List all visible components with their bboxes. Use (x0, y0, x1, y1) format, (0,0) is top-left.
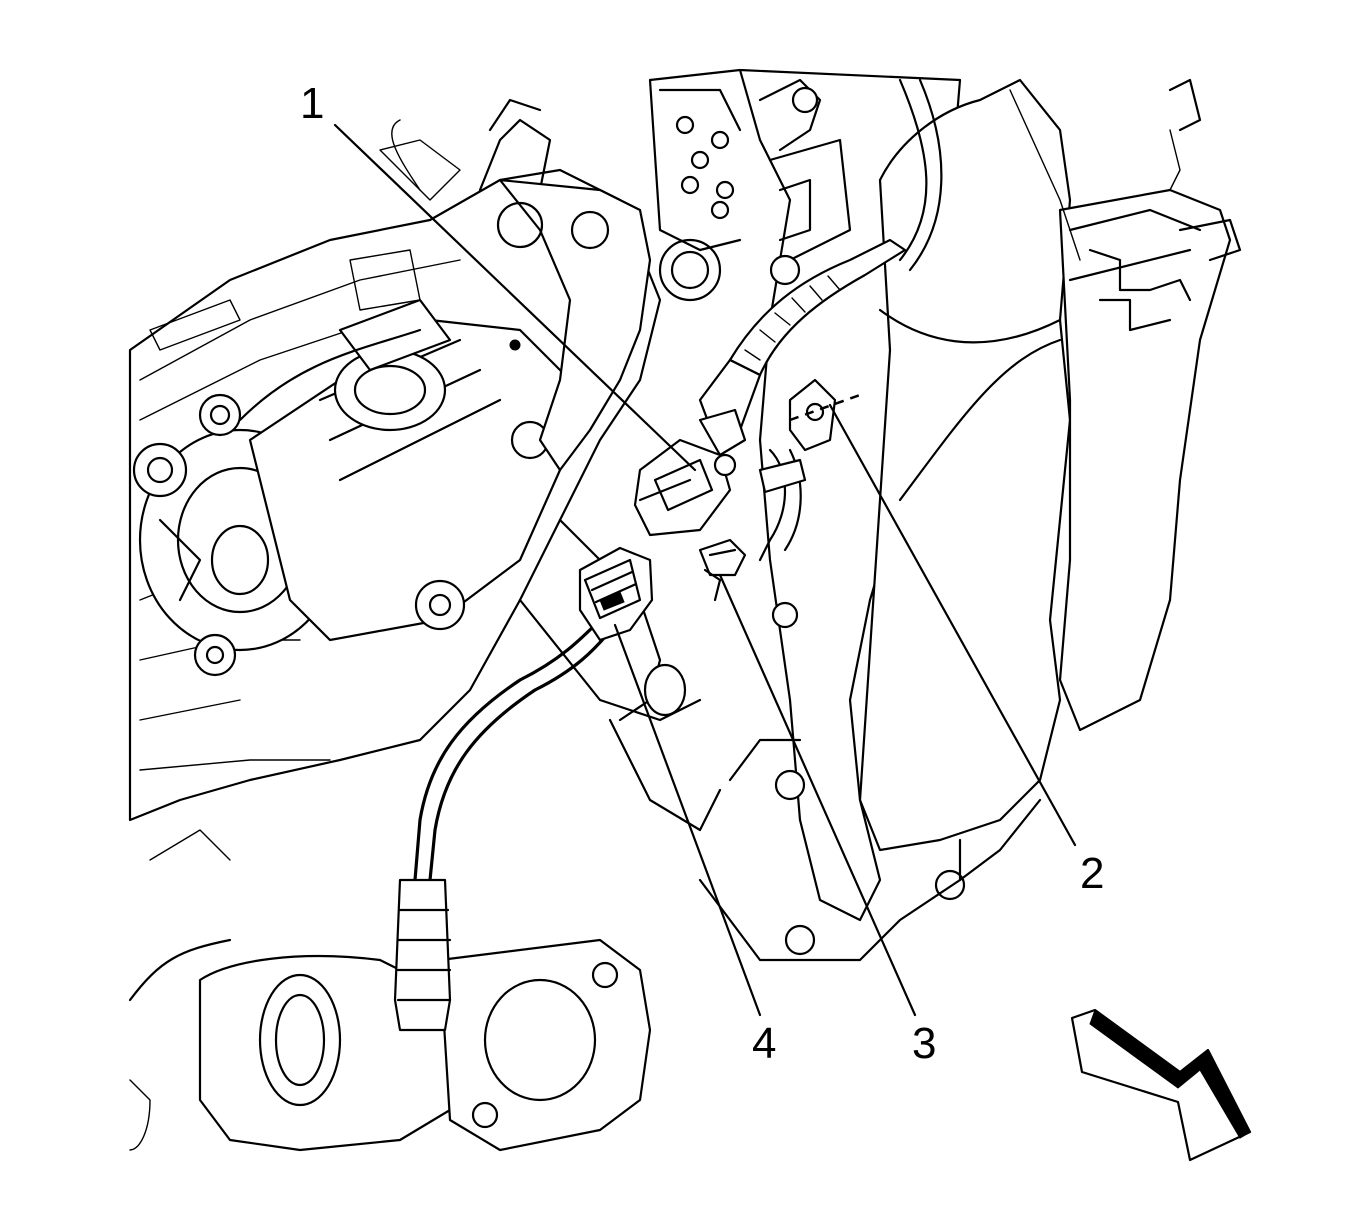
callout-leaders (333, 123, 1077, 1017)
oxygen-sensor-harness (393, 618, 617, 1032)
leader-4 (613, 623, 762, 1017)
starter-motor (132, 298, 572, 677)
connector-4 (578, 546, 654, 642)
callout-label-4: 4 (752, 1019, 777, 1068)
exhaust-manifold (128, 938, 652, 1152)
callout-label-2: 2 (1080, 849, 1105, 898)
leader-1 (333, 123, 697, 472)
connector-1 (633, 408, 747, 537)
harness-bracket-2 (758, 378, 837, 562)
harness-clip-3 (698, 538, 747, 602)
coolant-reservoir (858, 78, 1242, 882)
engine-mount-bracket (496, 178, 722, 832)
hidden-line (789, 393, 861, 422)
callout-label-1: 1 (300, 79, 325, 128)
view-direction-arrow-icon (1070, 1008, 1252, 1162)
callout-label-3: 3 (912, 1019, 937, 1068)
leader-2 (828, 403, 1077, 847)
leader-3 (718, 573, 917, 1017)
